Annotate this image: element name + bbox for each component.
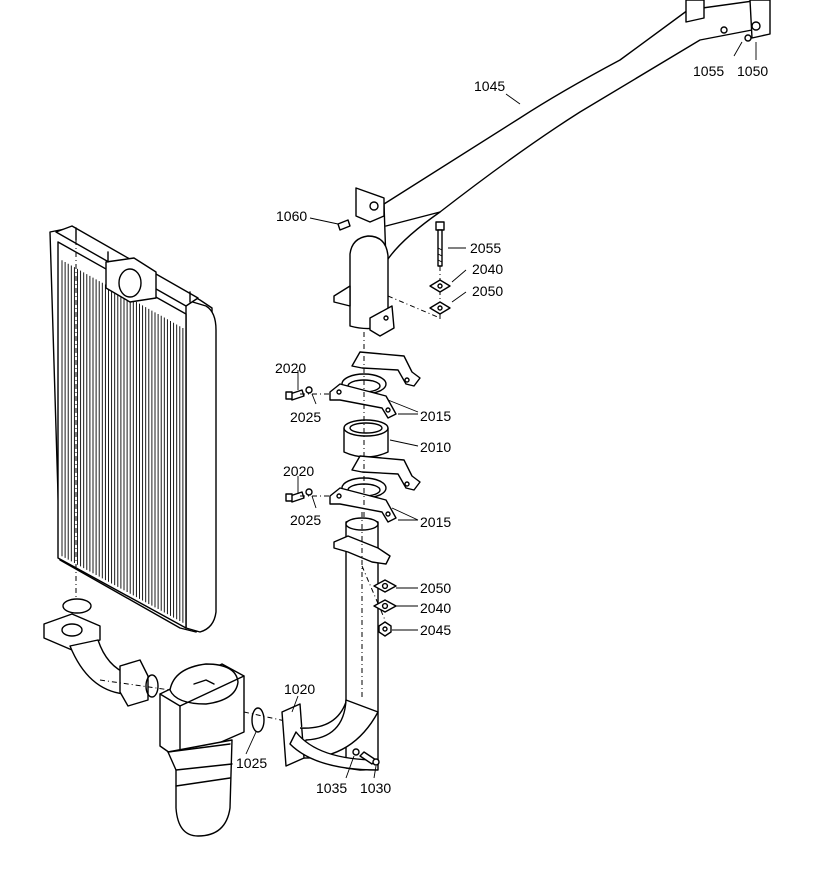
label-2025-lower: 2025: [290, 512, 322, 528]
lower-pipe-1020: [281, 512, 391, 771]
screw-1030: [352, 748, 380, 766]
label-1025: 1025: [236, 755, 268, 771]
label-2050-lower: 2050: [420, 580, 452, 596]
leader-lines: [245, 41, 757, 779]
screw-1060: [337, 219, 351, 231]
label-2015-upper: 2015: [420, 408, 452, 424]
label-1020: 1020: [284, 681, 316, 697]
label-2015-lower: 2015: [420, 514, 452, 530]
label-1030: 1030: [360, 780, 392, 796]
sleeve-2010: [343, 419, 389, 458]
label-2045: 2045: [420, 622, 452, 638]
lower-washers: [373, 579, 397, 637]
clamp-bolts: [285, 386, 330, 503]
upper-pipe-1045: [333, 0, 771, 337]
upper-clamp: [329, 351, 421, 419]
label-2050-upper: 2050: [472, 283, 504, 299]
lower-clamp: [329, 455, 421, 523]
bolt-2055: [429, 221, 451, 320]
filter-housing: [159, 663, 291, 837]
label-1035: 1035: [316, 780, 348, 796]
label-2040-lower: 2040: [420, 600, 452, 616]
label-2020-lower: 2020: [283, 463, 315, 479]
label-1045: 1045: [474, 78, 506, 94]
label-2010: 2010: [420, 439, 452, 455]
lower-elbow-pipe: [43, 598, 171, 707]
label-2020-upper: 2020: [275, 360, 307, 376]
label-2025-upper: 2025: [290, 409, 322, 425]
label-1050: 1050: [737, 63, 769, 79]
label-1060: 1060: [276, 208, 308, 224]
label-2055: 2055: [470, 240, 502, 256]
label-1055: 1055: [693, 63, 725, 79]
label-2040-upper: 2040: [472, 261, 504, 277]
radiator-cooler: [49, 225, 217, 633]
